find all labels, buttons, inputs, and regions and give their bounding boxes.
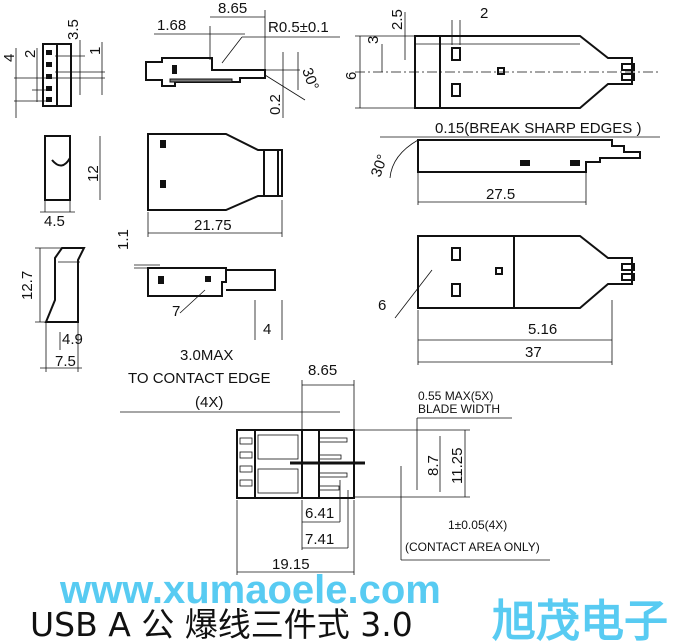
side-view-contact: [145, 10, 340, 118]
shell-end-view: [40, 135, 101, 213]
dim-end-2: 2: [22, 50, 39, 58]
dim-top-2-5: 2.5: [389, 9, 406, 30]
dim-shell-12: 12: [85, 165, 102, 182]
dim-bottom-6-41: 6.41: [305, 505, 334, 522]
dim-7: 7: [172, 303, 180, 320]
note-contact-tolerance: 1±0.05(4X): [448, 518, 507, 532]
note-blade-width: BLADE WIDTH: [418, 402, 500, 416]
dim-1-1: 1.1: [115, 229, 132, 250]
dim-side-8-65: 8.65: [218, 0, 247, 17]
dim-7-5: 7.5: [55, 353, 76, 370]
dim-12-7: 12.7: [19, 271, 36, 300]
dim-side-1-68: 1.68: [157, 17, 186, 34]
side-view-plug: [380, 136, 660, 205]
top-view-plug: [355, 12, 660, 109]
dim-side2-30: 30°: [368, 152, 392, 179]
dim-end-3-5: 3.5: [65, 19, 82, 40]
dim-end-1: 1: [87, 47, 104, 55]
note-contact-area: (CONTACT AREA ONLY): [405, 540, 540, 554]
dim-4-9: 4.9: [62, 331, 83, 348]
shell-top-view: [147, 133, 283, 237]
dim-top-2: 2: [480, 5, 488, 22]
note-blade-max: 0.55 MAX(5X): [418, 389, 493, 403]
dim-3-0max: 3.0MAX: [180, 347, 233, 364]
dim-bottom-11-25: 11.25: [449, 448, 466, 484]
housing-end-view: [35, 247, 86, 372]
contact-layout-view: [120, 380, 550, 575]
dim-bottom-8-65: 8.65: [308, 362, 337, 379]
note-to-contact-edge: TO CONTACT EDGE: [128, 370, 271, 387]
note-to-contact-4x: (4X): [195, 394, 223, 411]
assembled-top-view: [394, 235, 635, 365]
dim-bottom-8-7: 8.7: [425, 455, 442, 476]
dim-shell-21-75: 21.75: [194, 217, 232, 234]
dim-side-0-2: 0.2: [267, 94, 284, 115]
dim-side-30: 30°: [298, 66, 322, 93]
contact-side-view: [134, 264, 283, 340]
drawing-title: USB A 公 爆线三件式 3.0: [30, 605, 413, 644]
note-break-edges: 0.15(BREAK SHARP EDGES ): [435, 120, 641, 137]
dim-bottom-19-15: 19.15: [272, 556, 310, 573]
dim-37: 37: [525, 344, 542, 361]
dim-5-16: 5.16: [528, 321, 557, 338]
watermark-company: 旭茂电子: [492, 596, 668, 644]
dim-4: 4: [263, 321, 271, 338]
dim-top-6: 6: [343, 72, 360, 80]
dim-6: 6: [378, 297, 386, 314]
dim-shell-4-5: 4.5: [44, 213, 65, 230]
dim-top-3: 3: [365, 36, 382, 44]
dim-bottom-7-41: 7.41: [305, 531, 334, 548]
dim-side-radius: R0.5±0.1: [268, 19, 329, 36]
watermark-url: www.xumaoele.com: [59, 568, 441, 612]
dim-side2-27-5: 27.5: [486, 186, 515, 203]
dim-end-4: 4: [1, 54, 18, 62]
end-view: [14, 40, 105, 118]
